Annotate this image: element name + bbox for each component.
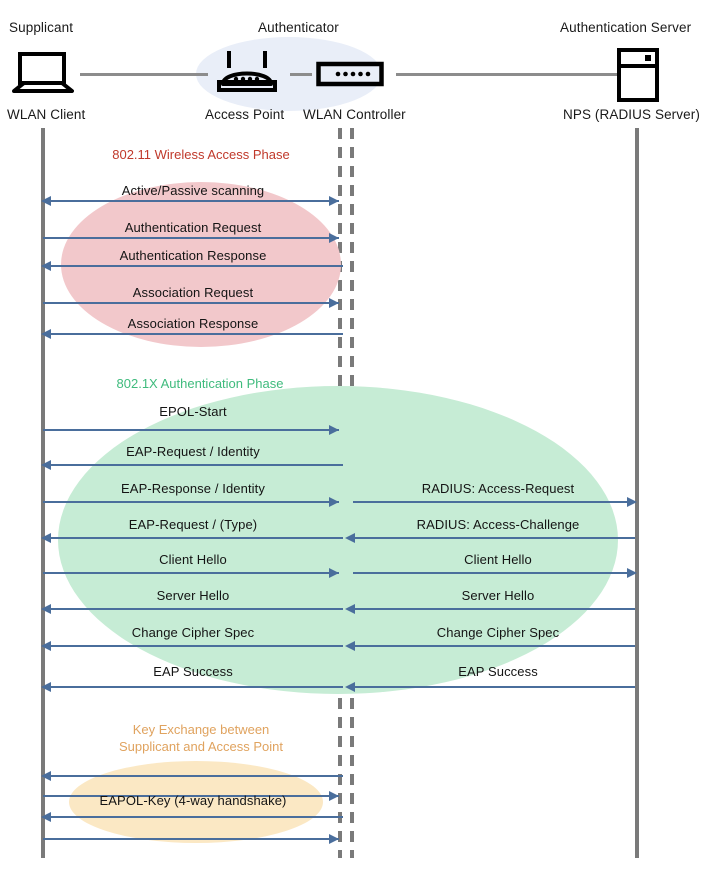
message-label: EPOL-Start <box>159 404 227 419</box>
message-line <box>43 501 339 503</box>
arrowhead-left <box>41 812 51 822</box>
lifeline-supplicant <box>41 128 45 858</box>
message-line-right <box>353 572 635 574</box>
phase-blob-80211 <box>61 182 341 347</box>
arrowhead-left <box>41 641 51 651</box>
message-label-right: Change Cipher Spec <box>436 625 560 640</box>
message-label: EAPOL-Key (4-way handshake) <box>99 793 287 808</box>
arrowhead-right <box>627 497 637 507</box>
arrowhead-left <box>41 196 51 206</box>
phase-blob-8021x <box>58 386 618 694</box>
message-line <box>43 838 339 840</box>
link-ap-to-controller <box>290 73 312 76</box>
actor-device-wlan-client: WLAN Client <box>7 107 86 122</box>
message-line-right <box>355 645 635 647</box>
arrowhead-right <box>329 791 339 801</box>
message-line <box>51 775 343 777</box>
message-line <box>51 816 343 818</box>
message-label: EAP-Request / (Type) <box>128 517 258 532</box>
message-line <box>51 537 343 539</box>
message-label: Client Hello <box>159 552 227 567</box>
arrowhead-left <box>41 682 51 692</box>
arrowhead-left <box>41 329 51 339</box>
message-label-right: Client Hello <box>464 552 532 567</box>
wlan-controller-icon <box>316 61 384 87</box>
arrowhead-right <box>329 568 339 578</box>
access-point-icon <box>216 48 278 94</box>
message-label: Server Hello <box>156 588 230 603</box>
message-label: Change Cipher Spec <box>131 625 255 640</box>
arrowhead-left <box>41 460 51 470</box>
message-label: Association Request <box>132 285 254 300</box>
phase-blob-key-exchange <box>69 761 323 843</box>
arrowhead-left <box>41 604 51 614</box>
arrowhead-left <box>345 641 355 651</box>
actor-role-authenticator: Authenticator <box>258 20 339 35</box>
message-label: EAP-Response / Identity <box>121 481 265 496</box>
arrowhead-right <box>329 425 339 435</box>
message-label-right: Server Hello <box>461 588 535 603</box>
message-line <box>51 265 343 267</box>
message-line <box>51 645 343 647</box>
message-label-right: RADIUS: Access-Request <box>421 481 575 496</box>
arrowhead-right <box>329 196 339 206</box>
arrowhead-left <box>345 604 355 614</box>
actor-device-nps-radius-server: NPS (RADIUS Server) <box>563 107 700 122</box>
message-label: EAP Success <box>153 664 233 679</box>
message-line <box>51 464 343 466</box>
actor-device-access-point: Access Point <box>205 107 285 122</box>
message-line-right <box>355 608 635 610</box>
message-line <box>51 200 339 202</box>
message-label: Active/Passive scanning <box>121 183 265 198</box>
lifeline-authentication-server <box>635 128 639 858</box>
link-client-to-ap <box>80 73 208 76</box>
link-controller-to-server <box>396 73 618 76</box>
arrowhead-left <box>41 533 51 543</box>
phase-caption-80211: 802.11 Wireless Access Phase <box>112 147 290 162</box>
arrowhead-right <box>329 298 339 308</box>
laptop-icon <box>12 52 74 94</box>
message-line <box>43 302 339 304</box>
arrowhead-right <box>329 497 339 507</box>
message-label: Authentication Request <box>124 220 262 235</box>
message-line-right <box>355 686 635 688</box>
message-label: Association Response <box>127 316 259 331</box>
message-label-right: RADIUS: Access-Challenge <box>416 517 580 532</box>
message-label: Authentication Response <box>119 248 267 263</box>
arrowhead-right <box>329 834 339 844</box>
message-line-right <box>355 537 635 539</box>
arrowhead-right <box>329 233 339 243</box>
message-line <box>43 795 339 797</box>
arrowhead-right <box>627 568 637 578</box>
phase-caption-8021x: 802.1X Authentication Phase <box>116 376 284 391</box>
message-line-right <box>353 501 635 503</box>
actor-role-supplicant: Supplicant <box>9 20 74 35</box>
actor-role-authentication-server: Authentication Server <box>560 20 692 35</box>
message-label: EAP-Request / Identity <box>126 444 260 459</box>
message-line <box>43 237 339 239</box>
arrowhead-left <box>345 682 355 692</box>
actor-device-wlan-controller: WLAN Controller <box>303 107 406 122</box>
arrowhead-left <box>41 261 51 271</box>
message-line <box>43 572 339 574</box>
message-line <box>51 686 343 688</box>
arrowhead-left <box>345 533 355 543</box>
arrowhead-left <box>41 771 51 781</box>
message-label-right: EAP Success <box>458 664 538 679</box>
message-line <box>51 333 343 335</box>
message-line <box>51 608 343 610</box>
message-line <box>43 429 339 431</box>
phase-caption-key-exchange: Key Exchange between Supplicant and Acce… <box>118 722 284 754</box>
server-icon <box>616 48 660 102</box>
